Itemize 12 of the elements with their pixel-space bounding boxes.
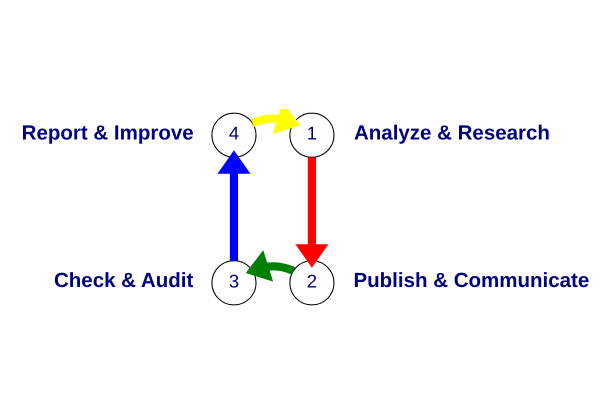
- node-circle: 1: [289, 112, 334, 158]
- node-label: Report & Improve: [22, 120, 194, 144]
- arrow: [217, 150, 250, 260]
- node-circle: 2: [289, 260, 334, 305]
- node-circle: 4: [211, 112, 257, 158]
- node-circle: 3: [211, 260, 257, 305]
- arrow: [295, 156, 328, 268]
- node-label: Check & Audit: [54, 268, 194, 292]
- node-label: Publish & Communicate: [353, 268, 590, 292]
- arrow: [250, 108, 300, 134]
- node-label: Analyze & Research: [354, 120, 550, 144]
- arrow: [246, 250, 295, 282]
